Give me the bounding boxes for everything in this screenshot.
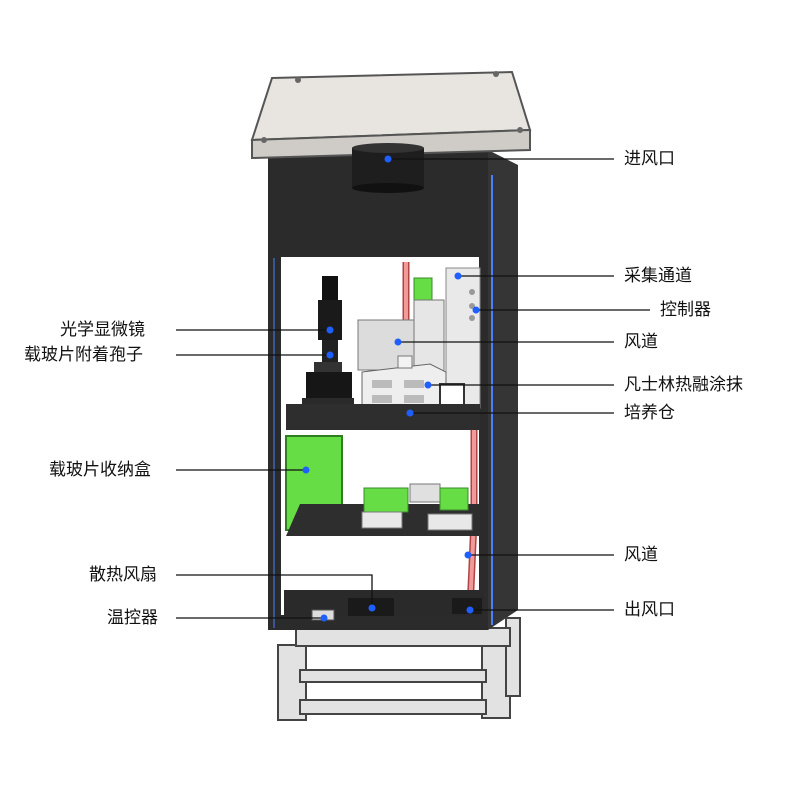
label-controller: 控制器: [660, 300, 711, 320]
shelf-upper: [286, 404, 480, 430]
shelf-middle: [286, 483, 480, 536]
label-culture-chamber: 培养仓: [624, 403, 675, 423]
label-air-inlet: 进风口: [624, 149, 675, 169]
green-block-upper: [413, 277, 433, 303]
label-air-outlet: 出风口: [624, 600, 675, 620]
label-microscope: 光学显微镜: [60, 320, 145, 340]
label-slide-box: 载玻片收纳盒: [49, 460, 151, 480]
base-stand: [277, 617, 521, 721]
label-sampling-channel: 采集通道: [624, 266, 692, 286]
label-cooling-fan: 散热风扇: [89, 565, 157, 585]
label-air-duct-lower: 风道: [624, 545, 658, 565]
label-vaseline-coating: 凡士林热融涂抹: [624, 375, 743, 395]
label-slide-spores: 载玻片附着孢子: [24, 345, 143, 365]
label-air-duct-upper: 风道: [624, 332, 658, 352]
air-inlet-cylinder: [352, 143, 424, 193]
label-thermostat: 温控器: [107, 608, 158, 628]
cabinet-floor: [284, 590, 484, 621]
